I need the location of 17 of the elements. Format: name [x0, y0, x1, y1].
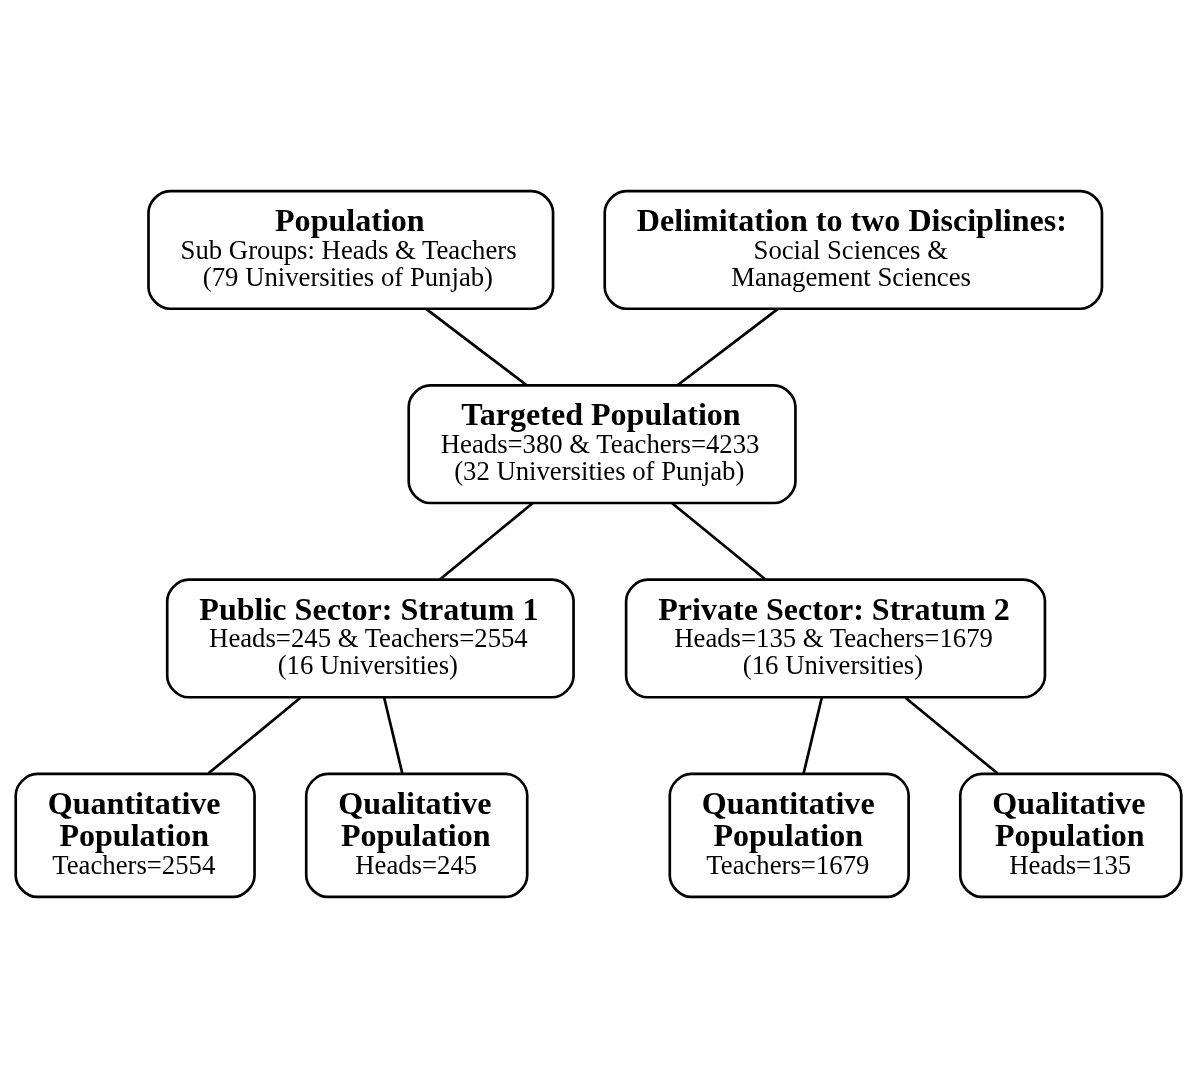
- connector: [676, 307, 779, 387]
- node-box: Qualitative Population Heads=245: [304, 772, 529, 899]
- connector: [802, 697, 824, 774]
- connector: [207, 696, 302, 775]
- node-box: Private Sector: Stratum 2 Heads=135 & Teachers=1679 (16 Universities): [624, 578, 1047, 699]
- node-box: Population Sub Groups: Heads & Teachers (79 Universities of Punjab): [147, 189, 555, 311]
- node-box: Quantitative Population Teachers=1679: [668, 772, 910, 899]
- connector: [671, 502, 767, 581]
- connector: [425, 307, 528, 387]
- node-box: Public Sector: Stratum 1 Heads=245 & Teachers=2554 (16 Universities): [165, 578, 575, 699]
- connector: [382, 697, 404, 774]
- node-box: Qualitative Population Heads=135: [958, 772, 1183, 899]
- connector: [439, 502, 534, 581]
- node-box: Delimitation to two Disciplines: Social Sciences & Management Sciences: [603, 189, 1104, 311]
- node-box: Targeted Population Heads=380 & Teachers=4233 (32 Universities of Punjab): [407, 384, 797, 505]
- node-box: Quantitative Population Teachers=2554: [14, 772, 256, 899]
- connector: [904, 696, 999, 775]
